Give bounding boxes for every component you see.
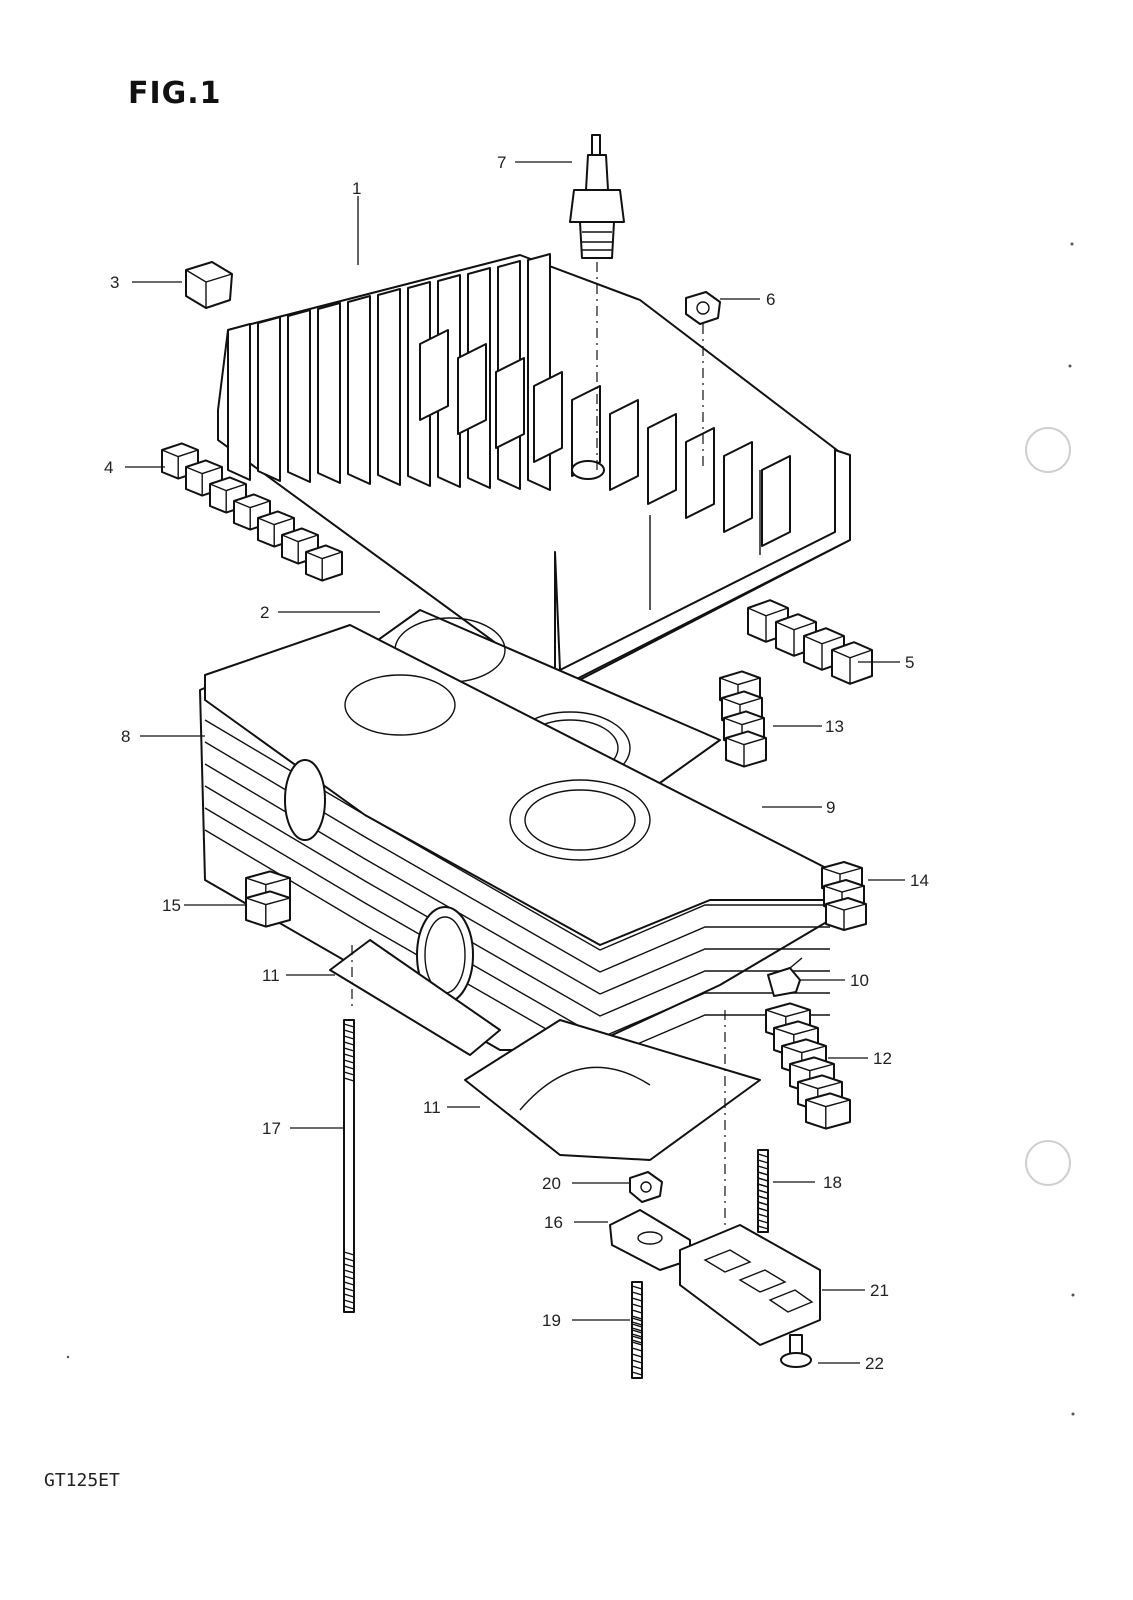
stud-bolt-long — [343, 1019, 355, 1313]
fin-damper-strip-right — [747, 599, 873, 685]
fin-damper-stack-13 — [719, 670, 767, 768]
callout-2: 2 — [260, 603, 269, 622]
stud-bolt-19 — [631, 1281, 643, 1379]
reed-valve-assembly — [679, 1224, 821, 1346]
callout-10: 10 — [850, 971, 869, 990]
callout-22: 22 — [865, 1354, 884, 1373]
callout-leader-lines — [125, 161, 905, 1364]
callout-17: 17 — [262, 1119, 281, 1138]
callout-6: 6 — [766, 290, 775, 309]
callout-21: 21 — [870, 1281, 889, 1300]
callout-16: 16 — [544, 1213, 563, 1232]
model-code: GT125ET — [44, 1470, 120, 1491]
cylinder-head — [217, 253, 851, 691]
callout-13: 13 — [825, 717, 844, 736]
punch-hole-top — [1025, 427, 1071, 473]
callout-3: 3 — [110, 273, 119, 292]
callout-numbers: 7 1 3 6 4 2 5 8 13 9 14 15 11 10 12 11 1… — [104, 153, 929, 1373]
reed-valve-screw — [780, 1334, 812, 1368]
callout-1: 1 — [352, 179, 361, 198]
fin-damper-stack-12 — [765, 1002, 851, 1130]
callout-4: 4 — [104, 458, 113, 477]
callout-18: 18 — [823, 1173, 842, 1192]
callout-11b: 11 — [423, 1098, 441, 1117]
spark-plug — [569, 134, 625, 470]
fin-damper-cap — [185, 261, 233, 309]
cylinder-head-nut — [685, 291, 721, 470]
figure-title: FIG.1 — [128, 76, 222, 111]
callout-19: 19 — [542, 1311, 561, 1330]
cover-plate — [609, 1209, 691, 1271]
callout-15: 15 — [162, 896, 181, 915]
callout-14: 14 — [910, 871, 929, 890]
callout-7: 7 — [497, 153, 506, 172]
stud-bolt-18 — [757, 1149, 769, 1233]
callout-12: 12 — [873, 1049, 892, 1068]
fin-damper-stack-15 — [245, 870, 291, 928]
callout-5: 5 — [905, 653, 914, 672]
callout-11a: 11 — [262, 966, 280, 985]
cylinder-base-gasket-right — [351, 945, 761, 1230]
fin-damper-strip-left — [161, 442, 343, 582]
fin-damper-stack-14 — [821, 861, 867, 931]
cylinder-base-gasket-left — [329, 939, 501, 1056]
callout-20: 20 — [542, 1174, 561, 1193]
callout-9: 9 — [826, 798, 835, 817]
callout-8: 8 — [121, 727, 130, 746]
bleeder-screw — [767, 957, 803, 997]
exhaust-nut — [629, 1171, 663, 1203]
punch-hole-bottom — [1025, 1140, 1071, 1186]
